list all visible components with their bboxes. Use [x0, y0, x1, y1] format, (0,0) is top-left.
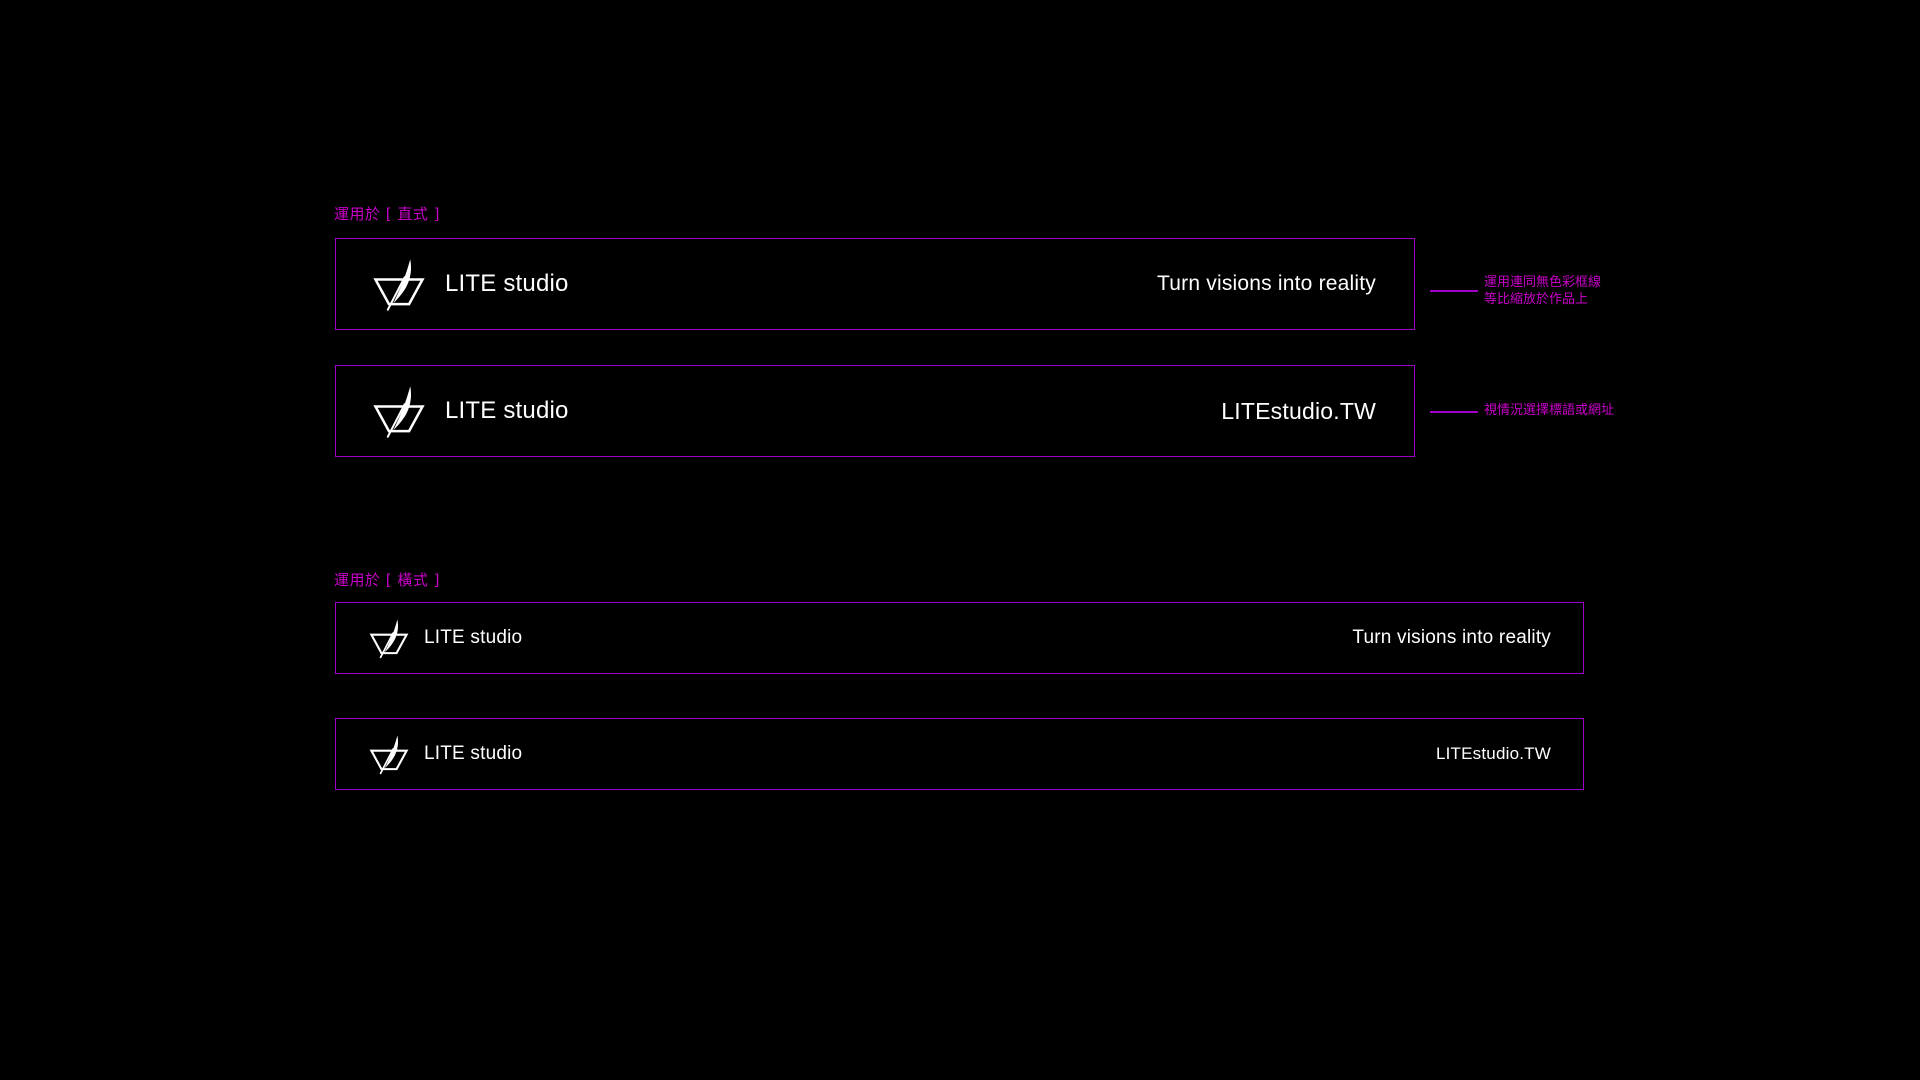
section-label-vertical: 運用於 [ 直式 ]	[334, 205, 441, 223]
wordmark-text: LITE studio	[445, 270, 569, 297]
brand-cluster: LITE studio	[368, 617, 522, 659]
lockup-frame-horizontal-slogan[interactable]: LITE studio Turn visions into reality	[335, 602, 1584, 674]
lockup-tagline: LITEstudio.TW	[1435, 744, 1551, 763]
wordmark-text: LITE studio	[424, 743, 523, 764]
lockup-tagline: Turn visions into reality	[1352, 627, 1551, 648]
feather-trapezoid-logo-icon	[369, 619, 409, 659]
lockup-tagline: Turn visions into reality	[1157, 272, 1376, 295]
brand-cluster: LITE studio	[368, 733, 522, 775]
wordmark-text: LITE studio	[424, 627, 523, 648]
lockup-frame-vertical-slogan[interactable]: LITE studio Turn visions into reality	[335, 238, 1415, 330]
wordmark-text: LITE studio	[445, 397, 569, 424]
brand-cluster: LITE studio	[371, 256, 569, 312]
callout-annotation-slogan-or-url: 視情況選擇標語或網址	[1484, 402, 1614, 419]
feather-trapezoid-logo-icon	[373, 386, 425, 438]
callout-line-1: 運用連同無色彩框線	[1484, 275, 1602, 290]
callout-line-1: 視情況選擇標語或網址	[1484, 403, 1615, 418]
feather-trapezoid-logo-icon	[369, 735, 409, 775]
section-label-horizontal: 運用於 [ 橫式 ]	[334, 571, 441, 589]
callout-line-2: 等比縮放於作品上	[1484, 292, 1589, 307]
lockup-frame-vertical-url[interactable]: LITE studio LITEstudio.TW	[335, 365, 1415, 457]
brand-cluster: LITE studio	[371, 383, 569, 439]
callout-leader-line	[1430, 411, 1478, 413]
callout-annotation-scaling: 運用連同無色彩框線 等比縮放於作品上	[1484, 274, 1601, 308]
callout-leader-line	[1430, 290, 1478, 292]
feather-trapezoid-logo-icon	[373, 259, 425, 311]
lockup-tagline: LITEstudio.TW	[1221, 397, 1376, 424]
lockup-frame-horizontal-url[interactable]: LITE studio LITEstudio.TW	[335, 718, 1584, 790]
